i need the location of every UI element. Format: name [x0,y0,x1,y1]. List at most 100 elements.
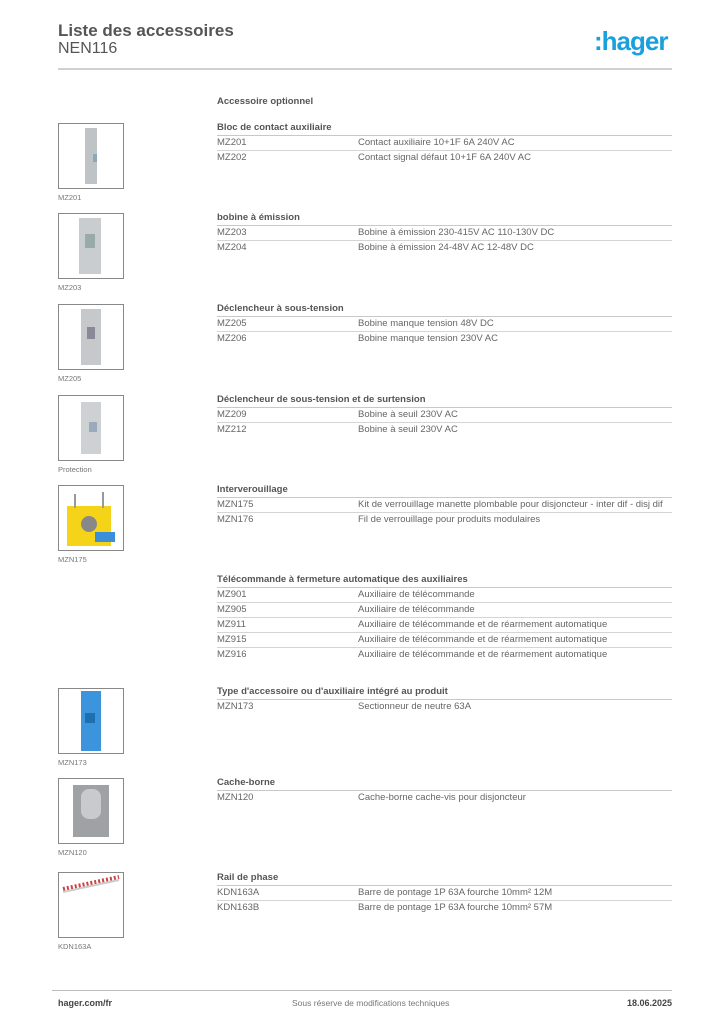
section-title: Bloc de contact auxiliaire [217,122,672,136]
article-description: Sectionneur de neutre 63A [358,701,472,712]
accessory-section: Télécommande à fermeture automatique des… [217,574,672,662]
image-caption: MZN175 [58,555,87,564]
locking-kit-image [58,485,124,551]
section-title: Type d'accessoire ou d'auxiliaire intégr… [217,686,672,700]
article-description: Cache-borne cache-vis pour disjoncteur [358,792,526,803]
article-code[interactable]: MZN176 [217,514,254,525]
article-description: Auxiliaire de télécommande et de réarmem… [358,649,608,660]
table-row: MZ905 Auxiliaire de télécommande [217,603,672,618]
table-row: MZ206 Bobine manque tension 230V AC [217,332,672,346]
article-description: Bobine à émission 24-48V AC 12-48V DC [358,242,534,253]
accessory-section: Cache-borne MZN120 Cache-borne cache-vis… [217,777,672,805]
accessory-section: Déclencheur de sous-tension et de surten… [217,394,672,437]
shunt-trip-image [58,213,124,279]
image-caption: MZN120 [58,848,87,857]
image-caption: MZ205 [58,374,82,383]
article-description: Bobine manque tension 230V AC [358,333,498,344]
table-row: MZ202 Contact signal défaut 10+1F 6A 240… [217,151,672,165]
header-divider [58,68,672,70]
hager-logo: :hager [594,26,668,56]
footer-website-link[interactable]: hager.com/fr [58,998,113,1008]
section-title: Interverouillage [217,484,672,498]
footer-notice: Sous réserve de modifications techniques [292,998,450,1008]
table-row: MZ201 Contact auxiliaire 10+1F 6A 240V A… [217,136,672,151]
table-row: KDN163A Barre de pontage 1P 63A fourche … [217,886,672,901]
neutral-disconnector-image [58,688,124,754]
article-code[interactable]: MZ901 [217,589,247,600]
auxiliary-contact-image [58,123,124,189]
table-row: MZ204 Bobine à émission 24-48V AC 12-48V… [217,241,672,255]
table-row: MZ911 Auxiliaire de télécommande et de r… [217,618,672,633]
accessory-section: Bloc de contact auxiliaire MZ201 Contact… [217,122,672,165]
image-caption: MZ203 [58,283,82,292]
article-code[interactable]: MZ203 [217,227,247,238]
article-code[interactable]: MZ212 [217,424,247,435]
image-caption: MZ201 [58,193,82,202]
article-description: Auxiliaire de télécommande [358,589,475,600]
article-description: Bobine à seuil 230V AC [358,409,458,420]
article-code[interactable]: MZ201 [217,137,247,148]
article-description: Contact auxiliaire 10+1F 6A 240V AC [358,137,515,148]
section-title: Déclencheur de sous-tension et de surten… [217,394,672,408]
table-row: MZN120 Cache-borne cache-vis pour disjon… [217,791,672,805]
footer-divider [52,990,672,991]
article-description: Fil de verrouillage pour produits modula… [358,514,541,525]
voltage-release-image [58,395,124,461]
product-reference: NEN116 [58,40,118,57]
table-row: MZN176 Fil de verrouillage pour produits… [217,513,672,527]
article-code[interactable]: KDN163A [217,887,260,898]
article-code[interactable]: MZN173 [217,701,254,712]
busbar-image [58,872,124,938]
accessory-section: Déclencheur à sous-tension MZ205 Bobine … [217,303,672,346]
article-code[interactable]: MZN120 [217,792,254,803]
page-title: Liste des accessoires [58,21,234,40]
article-description: Barre de pontage 1P 63A fourche 10mm² 12… [358,887,553,898]
optional-accessory-heading: Accessoire optionnel [217,96,314,107]
article-code[interactable]: MZ911 [217,619,246,630]
table-row: MZN175 Kit de verrouillage manette plomb… [217,498,672,513]
article-code[interactable]: MZ916 [217,649,247,660]
table-row: MZ901 Auxiliaire de télécommande [217,588,672,603]
section-title: Rail de phase [217,872,672,886]
article-code[interactable]: MZ206 [217,333,247,344]
table-row: MZ203 Bobine à émission 230-415V AC 110-… [217,226,672,241]
article-description: Contact signal défaut 10+1F 6A 240V AC [358,152,531,163]
article-description: Bobine manque tension 48V DC [358,318,494,329]
footer-date: 18.06.2025 [626,998,672,1008]
image-caption: Protection [58,465,92,474]
table-row: KDN163B Barre de pontage 1P 63A fourche … [217,901,672,915]
table-row: MZ212 Bobine à seuil 230V AC [217,423,672,437]
accessory-section: Interverouillage MZN175 Kit de verrouill… [217,484,672,527]
article-description: Bobine à seuil 230V AC [358,424,458,435]
table-row: MZ915 Auxiliaire de télécommande et de r… [217,633,672,648]
table-row: MZ209 Bobine à seuil 230V AC [217,408,672,423]
article-description: Auxiliaire de télécommande et de réarmem… [358,634,608,645]
section-title: Télécommande à fermeture automatique des… [217,574,672,588]
section-title: Cache-borne [217,777,672,791]
accessory-section: Rail de phase KDN163A Barre de pontage 1… [217,872,672,915]
article-description: Kit de verrouillage manette plombable po… [358,499,663,510]
table-row: MZ205 Bobine manque tension 48V DC [217,317,672,332]
terminal-cover-image [58,778,124,844]
article-code[interactable]: MZN175 [217,499,254,510]
article-description: Auxiliaire de télécommande et de réarmem… [358,619,608,630]
article-code[interactable]: MZ905 [217,604,247,615]
article-code[interactable]: MZ209 [217,409,247,420]
image-caption: KDN163A [58,942,92,951]
article-code[interactable]: MZ204 [217,242,247,253]
section-title: bobine à émission [217,212,672,226]
article-code[interactable]: MZ205 [217,318,247,329]
accessory-section: bobine à émission MZ203 Bobine à émissio… [217,212,672,255]
undervoltage-release-image [58,304,124,370]
accessory-section: Type d'accessoire ou d'auxiliaire intégr… [217,686,672,714]
table-row: MZ916 Auxiliaire de télécommande et de r… [217,648,672,662]
article-description: Barre de pontage 1P 63A fourche 10mm² 57… [358,902,553,913]
article-description: Auxiliaire de télécommande [358,604,475,615]
article-description: Bobine à émission 230-415V AC 110-130V D… [358,227,555,238]
article-code[interactable]: MZ202 [217,152,247,163]
table-row: MZN173 Sectionneur de neutre 63A [217,700,672,714]
article-code[interactable]: MZ915 [217,634,247,645]
image-caption: MZN173 [58,758,87,767]
section-title: Déclencheur à sous-tension [217,303,672,317]
article-code[interactable]: KDN163B [217,902,260,913]
